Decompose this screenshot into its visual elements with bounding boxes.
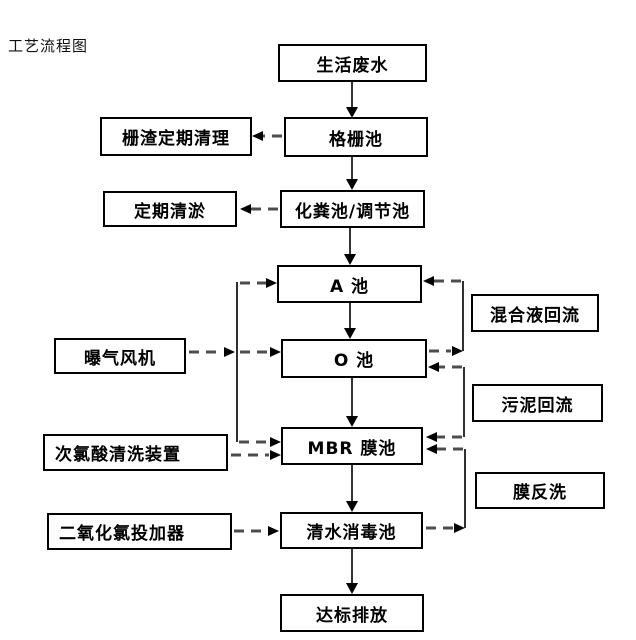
- edge-grid-to-screenings: [252, 131, 282, 141]
- node-screenings-cleanup: 栅渣定期清理: [100, 117, 252, 156]
- node-membrane-backwash: 膜反洗: [475, 472, 605, 509]
- node-grid-tank: 格栅池: [284, 117, 428, 157]
- edge-tank-a-to-tank-o: [344, 303, 356, 339]
- edge-sludge-line-to-tank-o: [428, 362, 462, 372]
- edge-disinfection-to-backwash-line: [426, 523, 465, 533]
- edge-grid-to-septic: [346, 157, 358, 190]
- edge-wastewater-to-grid: [346, 82, 358, 118]
- edge-disinfection-to-discharge: [346, 549, 358, 594]
- edge-mbr-to-disinfection: [346, 465, 358, 512]
- node-desilting: 定期清淤: [103, 191, 237, 227]
- node-aeration-blower: 曝气风机: [54, 338, 186, 374]
- node-septic-tank: 化粪池/调节池: [280, 190, 425, 228]
- node-tank-o: O 池: [281, 339, 427, 378]
- edge-sludge-line-to-mbr: [426, 432, 462, 442]
- node-tank-a: A 池: [277, 265, 422, 303]
- edge-backwash-line-to-mbr: [426, 444, 463, 454]
- edge-doser-to-disinfection: [234, 526, 279, 536]
- edge-manifold-to-mbr: [239, 437, 281, 447]
- node-mbr-tank: MBR 膜池: [281, 427, 423, 465]
- node-raw-wastewater: 生活废水: [278, 44, 427, 82]
- node-sludge-return: 污泥回流: [472, 384, 603, 422]
- edge-manifold-to-tank-a: [240, 278, 277, 288]
- edge-septic-to-tank-a: [344, 228, 356, 265]
- edge-tank-o-to-return-line: [429, 346, 463, 356]
- edge-manifold-to-tank-o: [240, 347, 281, 357]
- edge-septic-to-desilting: [240, 204, 278, 214]
- edge-return-line-to-tank-a: [423, 276, 461, 286]
- diagram-title: 工艺流程图: [8, 37, 89, 55]
- node-chlorine-dioxide-doser: 二氧化氯投加器: [47, 513, 232, 550]
- edge-blower-to-manifold: [189, 347, 235, 357]
- node-hypochlorite-cleaner: 次氯酸清洗装置: [43, 434, 228, 471]
- node-discharge: 达标排放: [280, 594, 424, 632]
- edge-hypochlorite-to-mbr: [231, 450, 281, 460]
- node-mixed-liquor-return: 混合液回流: [471, 294, 599, 332]
- edge-tank-o-to-mbr: [346, 378, 358, 427]
- node-disinfection-tank: 清水消毒池: [280, 512, 423, 549]
